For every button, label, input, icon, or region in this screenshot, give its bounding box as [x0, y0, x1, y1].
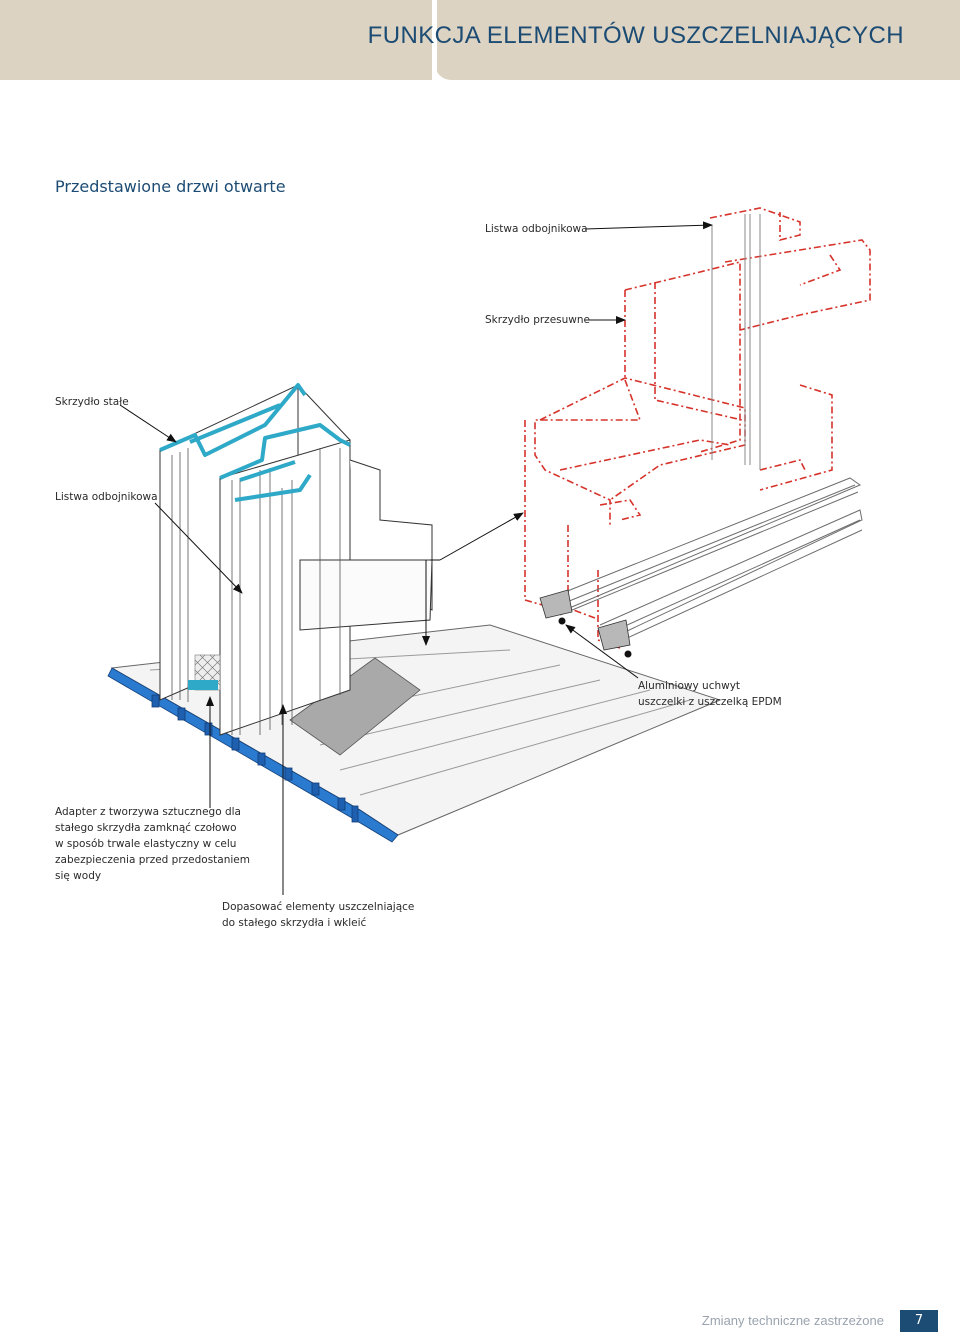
fixed-sash-lines [171, 448, 341, 735]
header-divider [432, 0, 437, 80]
label-sliding-sash: Skrzydło przesuwne [485, 314, 590, 326]
seal-holder-dot [558, 617, 566, 625]
footer-note: Zmiany techniczne zastrzeżone [701, 1313, 884, 1328]
page-number: 7 [900, 1310, 938, 1332]
page-title: FUNKCJA ELEMENTÓW USZCZELNIAJĄCYCH [367, 22, 904, 49]
profile-section [159, 383, 351, 502]
header-band-right [435, 0, 960, 80]
label-fixed-sash: Skrzydło stałe [55, 396, 129, 408]
bottom-track [544, 477, 863, 646]
edge-seal [107, 667, 399, 843]
header-band-left [0, 0, 435, 80]
label-fixed-bumper-strip: Listwa odbojnikowa [55, 491, 158, 503]
label-aluminium-holder: Aluminiowy uchwyt uszczelki z uszczelką … [638, 680, 782, 708]
section-title: Przedstawione drzwi otwarte [55, 177, 286, 196]
leader-lines [119, 221, 713, 895]
label-fit-seals: Dopasować elementy uszczelniające do sta… [222, 901, 415, 929]
profile-cyan-foot [188, 680, 218, 690]
sliding-sash-outline [524, 207, 871, 649]
label-adapter: Adapter z tworzywa sztucznego dla stałeg… [55, 806, 250, 882]
fixed-sash [159, 384, 433, 736]
label-sliding-bumper-strip: Listwa odbojnikowa [485, 223, 588, 235]
sliding-sash-lines [711, 214, 761, 470]
bottom-track-end [539, 589, 631, 651]
seal-holder-dot [624, 650, 632, 658]
